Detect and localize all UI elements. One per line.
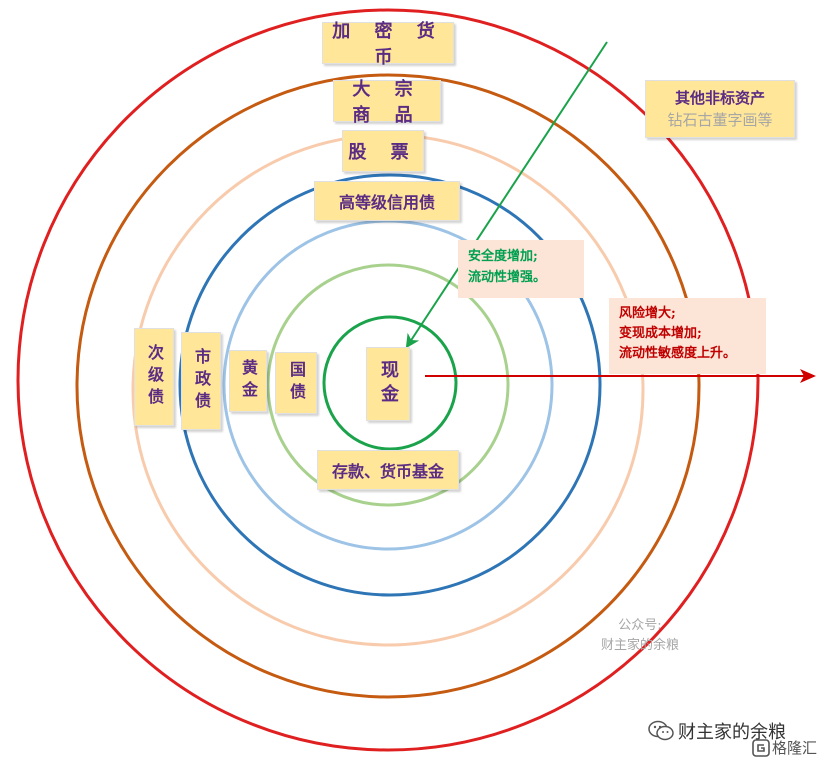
subprime-bonds-box: 次级债 [134,328,174,426]
ring-brown [75,73,701,699]
footer-wechat: 财主家的余粮 [648,718,786,744]
other-nonstandard-box: 其他非标资产 钻石古董字画等 [645,80,795,138]
outward-note-line2: 变现成本增加; [619,326,702,341]
outward-note: 风险增大; 变现成本增加; 流动性敏感度上升。 [609,298,766,374]
wechat-icon [648,720,674,741]
cash-box: 现金 [366,347,410,421]
gov-bonds-label: 国债 [287,361,306,405]
other-nonstandard-examples: 钻石古董字画等 [667,111,773,129]
brand-logo-icon [752,738,770,757]
gold-box: 黄金 [229,350,267,412]
high-grade-credit-label: 高等级信用债 [338,193,435,212]
watermark: 公众号: 财主家的余粮 [585,616,695,656]
watermark-line1: 公众号: [618,618,662,633]
brand-name: 格隆汇 [772,739,818,757]
watermark-line2: 财主家的余粮 [600,638,679,653]
commodities-box: 大 宗 商 品 [333,79,441,126]
ring-light-blue [222,219,554,551]
other-nonstandard-title: 其他非标资产 [674,89,765,107]
crypto-box: 加 密 货 币 [322,21,454,68]
gov-bonds-box: 国债 [275,352,317,414]
gold-label: 黄金 [239,359,258,403]
footer-brand: 格隆汇 [752,737,817,758]
ring-inner-green [322,315,458,451]
wechat-name: 财主家的余粮 [678,722,786,743]
crypto-label: 加 密 货 币 [332,21,444,68]
subprime-bonds-label: 次级债 [145,344,164,410]
outward-note-line1: 风险增大; [619,306,676,321]
muni-bonds-box: 市政债 [181,332,221,430]
inward-note-line1: 安全度增加; [468,249,538,264]
inward-arrow [405,41,608,349]
ring-dark-blue [178,173,602,597]
outward-note-line3: 流动性敏感度上升。 [619,346,737,361]
stocks-label: 股 票 [348,142,418,163]
cash-label: 现金 [378,360,399,408]
inward-note-line2: 流动性增强。 [468,270,547,285]
high-grade-credit-box: 高等级信用债 [314,181,460,221]
ring-outer-red [16,8,760,752]
muni-bonds-label: 市政债 [192,348,211,414]
deposits-box: 存款、货币基金 [317,450,459,490]
inward-note: 安全度增加; 流动性增强。 [458,240,584,298]
ring-light-green [266,263,510,507]
deposits-label: 存款、货币基金 [331,462,444,481]
stocks-box: 股 票 [342,130,424,172]
commodities-label: 大 宗 商 品 [352,79,422,126]
